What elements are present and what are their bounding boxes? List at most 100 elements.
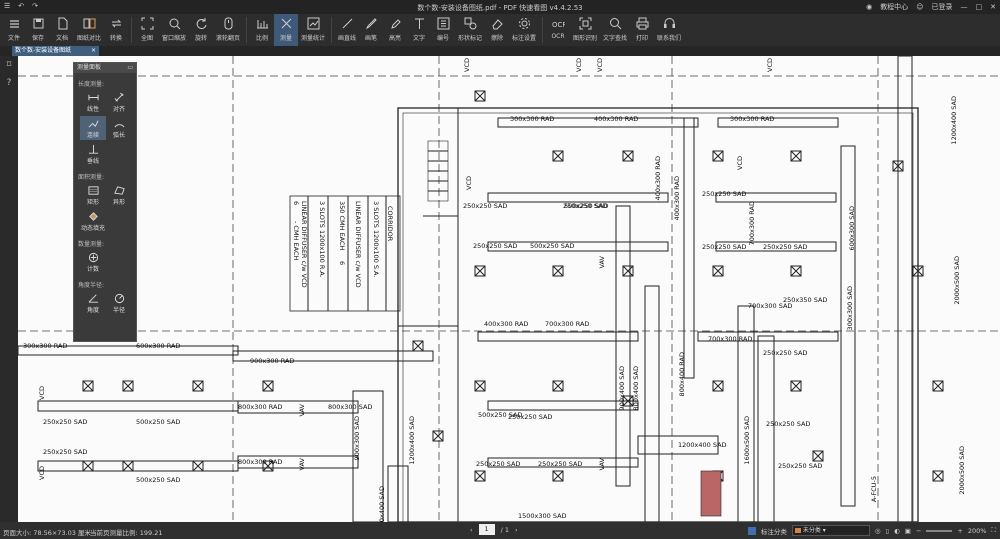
fit-width-icon[interactable]: ▯	[885, 526, 890, 535]
eye-icon[interactable]: ◎	[874, 526, 881, 535]
tab-close-icon[interactable]: ×	[90, 47, 96, 54]
measure-tool-button[interactable]: 半径	[106, 291, 132, 315]
toolbar-compare-button[interactable]: 图纸对比	[74, 14, 104, 46]
pin-icon[interactable]: ▭	[127, 64, 133, 71]
page-input[interactable]: 1	[478, 524, 495, 535]
fullscreen-toggle-icon[interactable]: ⛶	[991, 526, 996, 534]
toolbar-recog-button[interactable]: 图形识别	[570, 14, 600, 46]
measure-tool-button[interactable]: 矩形	[80, 183, 106, 207]
toolbar-number-button[interactable]: 编号	[431, 14, 455, 46]
bookmark-icon[interactable]: ⌑	[6, 60, 12, 70]
status-right: 标注分类 未分类 ▾ ◎ ▯ ◐ ▣ − + 200% ⛶	[747, 525, 996, 536]
measure-tool-button[interactable]: 计数	[80, 250, 106, 274]
settings-icon	[518, 18, 530, 29]
tab-document[interactable]: 数个数-安装设备图纸 ×	[12, 46, 99, 56]
diffuser-cross	[432, 430, 444, 442]
undo-icon[interactable]: ↶	[18, 2, 25, 10]
measure-tool-button[interactable]: 连续	[80, 116, 106, 140]
menu-icon[interactable]: ☰	[4, 2, 11, 10]
zoom-out-icon[interactable]: −	[915, 526, 922, 535]
zoom-slider[interactable]	[926, 529, 953, 532]
diffuser-symbol	[892, 160, 904, 172]
close-icon[interactable]: ✕	[990, 3, 996, 11]
toolbar-label: 转换	[109, 35, 122, 42]
diffuser-symbol	[474, 470, 486, 482]
search-icon	[609, 18, 621, 30]
zoom-in-icon[interactable]: +	[957, 526, 963, 535]
duct-label-vertical: 700x300 RAD	[748, 201, 756, 246]
toolbar-scale-button[interactable]: 比例	[250, 14, 274, 46]
toolbar-doc-button[interactable]: 文档	[50, 14, 74, 46]
diffuser-symbol	[552, 380, 564, 392]
panel-section-title: 长度测量:	[78, 81, 105, 88]
diffuser-cross	[790, 150, 802, 162]
toolbar-zoomwin-button[interactable]: 窗口缩放	[159, 14, 189, 46]
duct-label: 250x250 SAD	[43, 448, 88, 456]
page-size: 页面大小: 78.56×73.03 厘米	[3, 529, 91, 537]
minimize-icon[interactable]: —	[960, 3, 968, 11]
layer-select[interactable]: 未分类 ▾	[791, 525, 870, 536]
measure-tool-button[interactable]: 弧长	[106, 116, 132, 140]
toolbar-text-button[interactable]: 文字	[407, 14, 431, 46]
maximize-icon[interactable]: □	[975, 3, 983, 11]
diffuser-cross	[712, 150, 724, 162]
toolbar-pen-button[interactable]: 画笔	[359, 14, 383, 46]
zoom-level[interactable]: 200%	[967, 526, 987, 535]
toolbar-shape-button[interactable]: 形状标记	[455, 14, 485, 46]
toolbar-markset-button[interactable]: 标注设置	[509, 14, 539, 46]
toolbar-line-button[interactable]: 画直线	[335, 14, 359, 46]
toolbar-convert-button[interactable]: 转换	[104, 14, 128, 46]
drawing-canvas[interactable]: 300x300 RAD 400x300 RAD 300x300 RAD 250x…	[18, 56, 1000, 522]
measure-tool-button[interactable]: 动态填充	[80, 209, 106, 233]
duct-label: 250x250 SAD	[763, 349, 808, 357]
measure-tool-label: 动态填充	[80, 224, 105, 232]
toolbar-textfind-button[interactable]: 文字查找	[600, 14, 630, 46]
toolbar-flip-button[interactable]: 滚轮翻页	[213, 14, 243, 46]
toolbar-fullscreen-button[interactable]: 全图	[135, 14, 159, 46]
toolbar-measure-button[interactable]: 测量	[274, 14, 298, 46]
toolbar-label: 文件	[7, 35, 20, 42]
diffuser-cross	[892, 160, 904, 172]
measure-tool-label: 异形	[112, 198, 125, 206]
tutorial-link[interactable]: 教程中心	[880, 3, 909, 11]
duct-label: 300x300 RAD	[510, 115, 555, 123]
duct-label: 800x300 RAD	[238, 403, 283, 411]
toolbar-save-button[interactable]: 保存	[26, 14, 50, 46]
measure-tool-button[interactable]: 垂线	[80, 142, 106, 166]
toolbar-contact-button[interactable]: 联系我们	[654, 14, 684, 46]
layer-checkbox[interactable]	[747, 526, 756, 535]
panel-section-title: 面积测量:	[78, 174, 105, 181]
diffuser-symbol	[82, 460, 94, 472]
measure-tool-button[interactable]: 角度	[80, 291, 106, 315]
diffuser-cross	[622, 395, 634, 407]
titlebar-quick-actions: ☰ ↶ ↷	[4, 2, 38, 10]
toolbar-rotate-button[interactable]: 旋转	[189, 14, 213, 46]
dark-mode-icon[interactable]: ◐	[894, 526, 900, 535]
help-icon[interactable]: ◉	[866, 3, 873, 11]
duct-drawing	[18, 56, 1000, 522]
measure-tool-button[interactable]: 对齐	[106, 90, 132, 114]
help-circle-icon[interactable]: ?	[6, 78, 12, 88]
pen-icon	[365, 18, 377, 30]
doc-icon	[58, 17, 67, 30]
measure-panel-header[interactable]: 测量面板 ▭	[74, 63, 136, 73]
login-status[interactable]: 已登录	[931, 3, 953, 11]
toolbar-highlight-button[interactable]: 高亮	[383, 14, 407, 46]
next-page-icon[interactable]: ›	[515, 525, 518, 534]
measure-tool-button[interactable]: 线性	[80, 90, 106, 114]
schedule-text: CORRIDOR	[386, 206, 394, 242]
prev-page-icon[interactable]: ‹	[470, 525, 473, 534]
single-page-icon[interactable]: ▣	[904, 526, 911, 535]
toolbar-label: 擦除	[490, 35, 503, 42]
titlebar-right: ◉ 教程中心 ☺ 已登录 — □ ✕	[866, 2, 996, 12]
toolbar-erase-button[interactable]: 擦除	[485, 14, 509, 46]
toolbar-file-button[interactable]: 文件	[2, 14, 26, 46]
redo-icon[interactable]: ↷	[32, 2, 39, 10]
measure-tool-button[interactable]: 异形	[106, 183, 132, 207]
stats-icon	[307, 17, 319, 30]
toolbar-print-button[interactable]: 打印	[630, 14, 654, 46]
diffuser-symbol	[712, 380, 724, 392]
user-icon[interactable]: ☺	[916, 3, 924, 11]
toolbar-stats-button[interactable]: 测量统计	[298, 14, 328, 46]
